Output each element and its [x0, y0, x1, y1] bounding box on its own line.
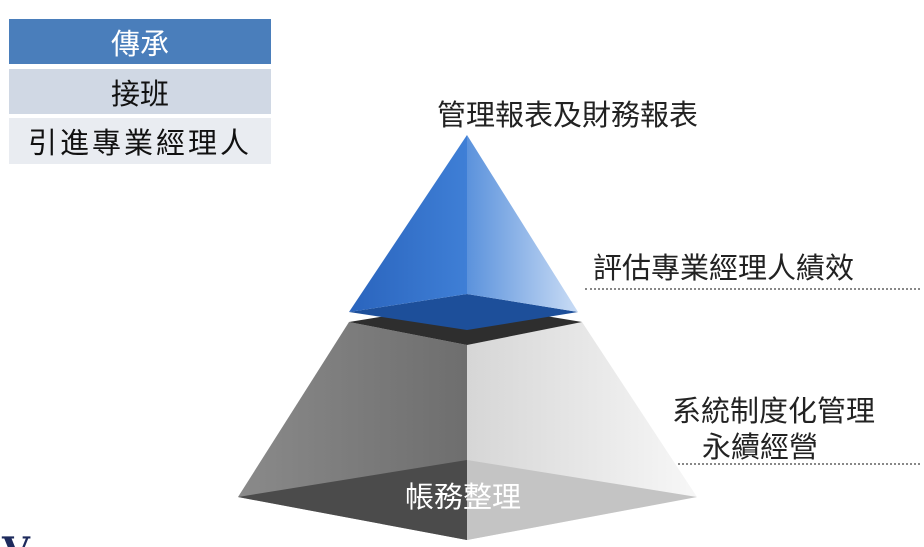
top-label: 管理報表及財務報表 [437, 98, 699, 132]
table-row-succession: 接班 [9, 69, 271, 114]
base-label: 帳務整理 [405, 480, 522, 514]
side-divider [678, 463, 920, 465]
side-label-line2: 永續經營 [702, 430, 819, 464]
blue-right-face [467, 135, 578, 312]
middle-divider [585, 288, 920, 290]
table-row-heritage: 傳承 [9, 19, 271, 64]
gray-bottom-left [238, 460, 467, 540]
blue-bottom-face [349, 294, 578, 330]
corner-letter: V [2, 533, 30, 547]
side-label-line1: 系統制度化管理 [672, 394, 876, 428]
table-row-professional-manager: 引進專業經理人 [9, 118, 271, 164]
middle-label: 評估專業經理人績效 [593, 251, 855, 285]
gray-bottom-right [467, 460, 697, 540]
blue-left-face [349, 135, 467, 312]
